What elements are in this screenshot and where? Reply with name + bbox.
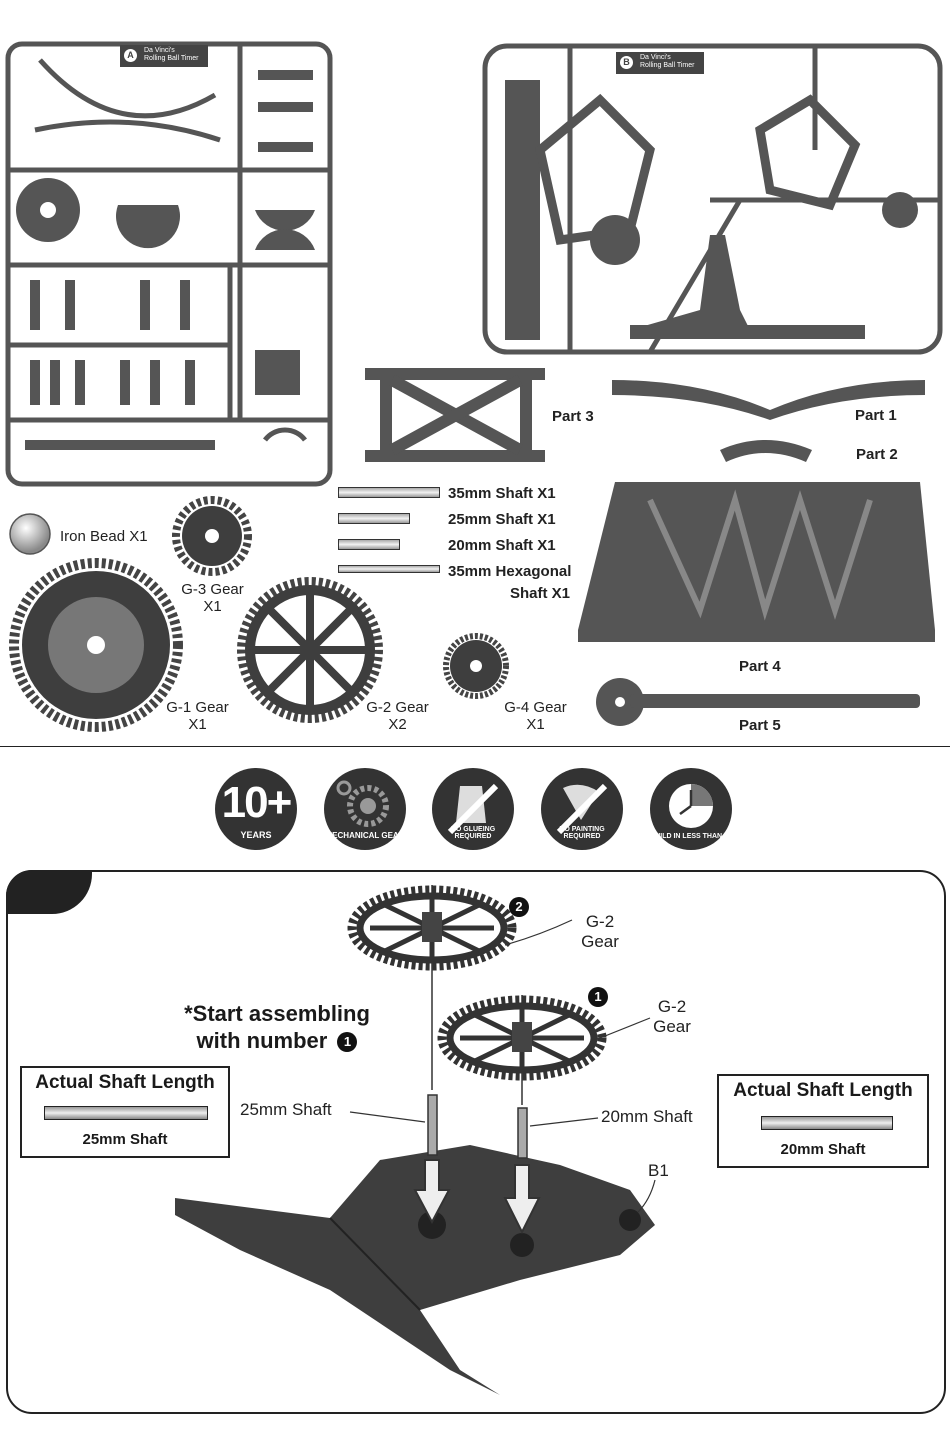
shaft-length-box-left-sub: 25mm Shaft [82,1131,168,1148]
sprue-b-tag: B Da Vinci's Rolling Ball Timer [616,52,704,74]
sprue-a-frame [5,41,333,487]
mechanical-gear-badge: MECHANICAL GEAR [324,768,406,850]
mechanical-gear-caption: MECHANICAL GEAR [325,831,405,840]
start-note-marker: 1 [337,1032,358,1052]
shaft-25-label: 25mm Shaft X1 [448,511,556,528]
part-4-drawing [578,482,935,630]
part-1-label: Part 1 [855,407,897,424]
clock-icon [669,784,713,828]
part-3-label: Part 3 [552,408,594,425]
step-frame [6,870,946,1414]
shaft-25-callout: 25mm Shaft [240,1100,332,1119]
shaft-length-box-right-title: Actual Shaft Length [733,1080,913,1101]
age-badge-number: 10+ [221,778,293,827]
sprue-b: B Da Vinci's Rolling Ball Timer [480,40,945,360]
part-2-drawing [720,440,812,462]
hex-shaft-label-2: Shaft X1 [510,585,571,602]
no-paint-badge: NO PAINTING REQUIRED [541,768,623,850]
sprue-a: A Da Vinci's Rolling Ball Timer [0,0,340,490]
glue-tube-icon [447,783,499,835]
section-divider [0,746,950,747]
part-3-drawing [365,368,545,462]
shaft-25-bar [338,513,410,524]
sprue-a-letter: A [124,49,137,62]
hex-shaft-label-1: 35mm Hexagonal [448,563,572,580]
start-note-line-1: *Start assembling [184,1001,370,1026]
gear-icon [336,780,389,827]
shaft-35-label: 35mm Shaft X1 [448,485,556,502]
gear-top-drawing [347,885,517,971]
hex-shaft-bar [338,565,440,573]
shaft-length-box-left-title: Actual Shaft Length [35,1072,215,1093]
shaft-20-bar [338,539,400,550]
shaft-20-callout: 20mm Shaft [601,1107,693,1126]
start-note: *Start assembling with number 1 [172,1000,382,1054]
part-4-label: Part 4 [739,658,781,675]
gear-g4-drawing [443,633,509,699]
shaft-35-bar [338,487,440,498]
no-paint-caption: NO PAINTING REQUIRED [559,826,605,840]
sprue-a-title-2: Rolling Ball Timer [144,55,199,62]
marker-1: 1 [588,987,608,1007]
gear-g1-drawing [9,558,183,732]
gear-g2-drawing [237,577,383,723]
sprue-a-title-1: Da Vinci's [144,47,175,54]
loose-parts-art [9,368,935,732]
start-note-line-2: with number 1 [172,1027,382,1054]
shaft-length-box-right-sub: 20mm Shaft [780,1141,866,1158]
iron-bead-label: Iron Bead X1 [60,528,148,545]
part-1-drawing [612,380,925,420]
shaft-length-box-right-bar [761,1116,893,1130]
sprue-b-letter: B [620,56,633,69]
part-2-label: Part 2 [856,446,898,463]
gear-g3-drawing [172,496,252,576]
base-b1-label: B1 [648,1161,669,1180]
age-badge-caption: YEARS [240,830,272,840]
shaft-length-box-left: Actual Shaft Length 25mm Shaft [20,1066,230,1158]
sprue-a-tag: A Da Vinci's Rolling Ball Timer [120,45,208,67]
sprue-b-title-2: Rolling Ball Timer [640,62,695,69]
iron-bead-drawing [9,513,51,555]
age-badge: 10+ YEARS [215,768,297,850]
build-time-badge: BUILD IN LESS THAN 30 [650,768,732,850]
sprue-b-title-1: Da Vinci's [640,54,671,61]
paint-brush-icon [556,783,608,835]
gear-low-drawing [437,995,607,1081]
no-glue-caption: NO GLUEING REQUIRED [450,826,496,840]
shaft-length-box-left-bar [44,1106,208,1120]
no-glue-badge: NO GLUEING REQUIRED [432,768,514,850]
part-5-label: Part 5 [739,717,781,734]
build-time-caption: BUILD IN LESS THAN 30 [650,833,732,840]
shaft-20-label: 20mm Shaft X1 [448,537,556,554]
shaft-length-box-right: Actual Shaft Length 20mm Shaft [717,1074,929,1168]
sprue-b-frame [482,43,943,355]
part-5-drawing [596,678,920,726]
marker-2: 2 [509,897,529,917]
